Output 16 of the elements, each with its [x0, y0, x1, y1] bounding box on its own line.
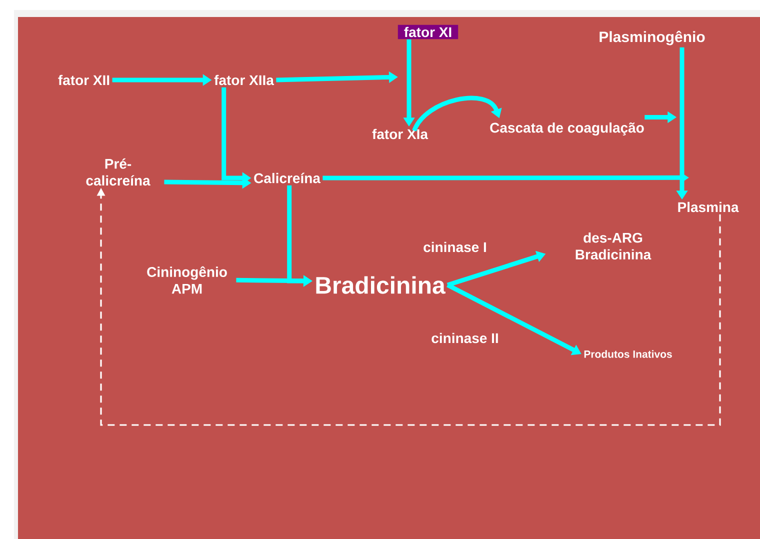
node-label: Cininogênio APM [147, 266, 227, 294]
node-label: fator XII [58, 74, 110, 86]
node-label: fator XIa [372, 128, 428, 140]
node-label: fator XIIa [214, 74, 274, 86]
node-label: des-ARG Bradicinina [576, 232, 652, 260]
factor-box: fator XI [398, 24, 458, 40]
node-label: Plasmina [678, 202, 739, 212]
arrow [412, 96, 502, 132]
edge-label: cininase II [432, 332, 498, 344]
node-label: Produtos Inativos [584, 350, 672, 358]
node-label: Pré- calicreína [86, 158, 150, 186]
node-label: Calicreína [254, 172, 321, 184]
node-label: Cascata de coagulação [490, 122, 644, 136]
node-label: Plasminogênio [600, 30, 705, 46]
edge-label: cininase I [424, 242, 486, 252]
node-label: Bradicinina [316, 276, 446, 294]
